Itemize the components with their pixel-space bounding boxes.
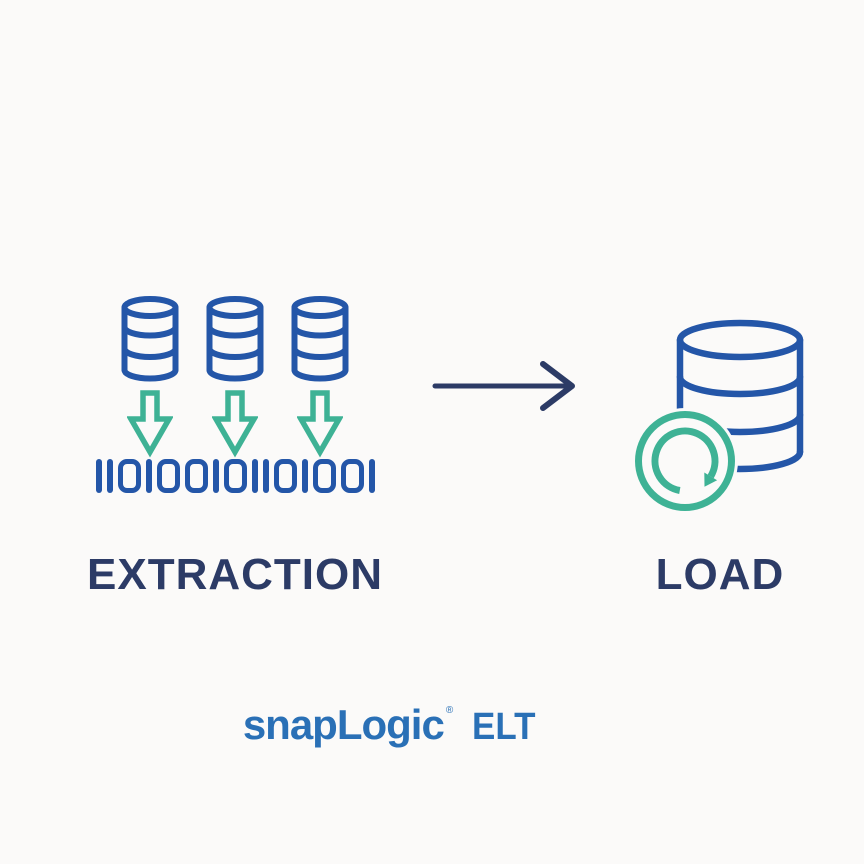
bit-zero <box>184 459 208 493</box>
bit-one <box>368 459 375 493</box>
bit-zero <box>340 459 364 493</box>
bit-zero <box>156 459 180 493</box>
bit-one <box>212 459 219 493</box>
down-arrow-icon <box>212 390 258 458</box>
snaplogic-wordmark: snapLogic® <box>242 700 453 750</box>
load-label: LOAD <box>655 550 785 599</box>
database-icon <box>121 296 179 382</box>
right-arrow-icon <box>432 361 575 411</box>
bit-zero <box>273 459 297 493</box>
footer-logo: snapLogic® ELT <box>0 700 824 751</box>
load-graphic <box>632 319 804 514</box>
bit-zero <box>223 459 247 493</box>
brand-text: snapLogic <box>242 701 445 748</box>
product-name: ELT <box>472 706 536 748</box>
bit-one <box>262 459 269 493</box>
down-arrow-icon <box>297 390 343 458</box>
source-databases <box>118 296 352 382</box>
binary-string <box>95 459 375 493</box>
down-arrow-icon <box>127 390 173 458</box>
extraction-label: EXTRACTION <box>87 550 383 599</box>
database-icon <box>291 296 349 382</box>
registered-trademark-icon: ® <box>445 705 453 716</box>
bit-zero <box>117 459 141 493</box>
bit-one <box>301 459 308 493</box>
bit-one <box>145 459 152 493</box>
bit-one <box>95 459 102 493</box>
refresh-sync-icon <box>632 408 738 514</box>
extraction-arrows <box>127 390 343 458</box>
bit-zero <box>312 459 336 493</box>
bit-one <box>251 459 258 493</box>
database-icon <box>206 296 264 382</box>
bit-one <box>106 459 113 493</box>
